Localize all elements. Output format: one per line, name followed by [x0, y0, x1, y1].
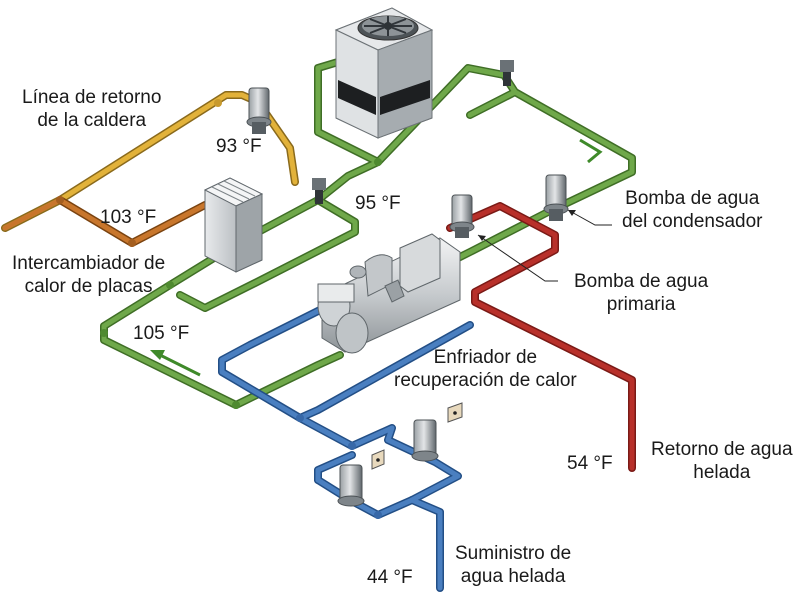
label-line: del condensador	[622, 211, 763, 232]
control-box	[371, 449, 385, 470]
label-line: calor de placas	[24, 276, 153, 297]
temp-103: 103 °F	[100, 207, 157, 228]
leader-arrow-icon	[568, 210, 576, 216]
label-primary-pump: Bomba de agua primaria	[574, 270, 708, 316]
label-chilled-return: Retorno de agua helada	[651, 438, 793, 484]
temp-105: 105 °F	[133, 323, 190, 344]
flow-arrow-head-icon	[150, 350, 165, 360]
boiler-return-pipe	[1, 91, 299, 247]
temp-93: 93 °F	[216, 136, 262, 157]
flow-arrow-icon	[579, 138, 603, 164]
temp-95: 95 °F	[355, 193, 401, 214]
valve-actuator	[500, 60, 514, 86]
label-line: Bomba de agua	[625, 188, 760, 209]
label-line: primaria	[606, 294, 676, 315]
label-boiler-return: Línea de retorno de la caldera	[22, 86, 161, 132]
flow-arrow-icon	[159, 353, 201, 377]
label-line: Línea de retorno	[22, 87, 162, 108]
label-heat-recovery-chiller: Enfriador de recuperación de calor	[394, 346, 577, 392]
label-line: recuperación de calor	[394, 370, 577, 391]
leader-arrow-icon	[478, 235, 486, 241]
label-line: agua helada	[460, 566, 566, 587]
label-line: Intercambiador de	[12, 253, 166, 274]
chilled-return-pipe	[446, 202, 636, 472]
pump-chilled-supply-left	[337, 464, 365, 507]
label-plate-exchanger: Intercambiador de calor de placas	[12, 252, 165, 298]
label-condenser-pump: Bomba de agua del condensador	[622, 187, 763, 233]
temp-54: 54 °F	[567, 453, 613, 474]
pump-primary-water	[449, 194, 475, 238]
temp-44: 44 °F	[367, 567, 413, 588]
cooling-tower	[334, 7, 434, 139]
label-line: helada	[693, 462, 751, 483]
label-chilled-supply: Suministro de agua helada	[455, 542, 571, 588]
label-line: de la caldera	[37, 110, 147, 131]
leader-lines	[477, 209, 612, 282]
label-line: Retorno de agua	[651, 439, 793, 460]
control-box	[447, 402, 463, 423]
label-line: Enfriador de	[433, 347, 538, 368]
pump-condenser-water	[543, 174, 569, 221]
pump-chilled-supply-right	[411, 419, 439, 462]
valve-actuator	[312, 178, 326, 204]
chilled-supply-pipe	[218, 296, 474, 592]
label-line: Suministro de	[455, 543, 572, 564]
pump-boiler-return	[246, 87, 272, 134]
label-line: Bomba de agua	[574, 271, 709, 292]
plate-heat-exchanger	[203, 177, 264, 273]
heat-recovery-chiller	[317, 233, 461, 354]
